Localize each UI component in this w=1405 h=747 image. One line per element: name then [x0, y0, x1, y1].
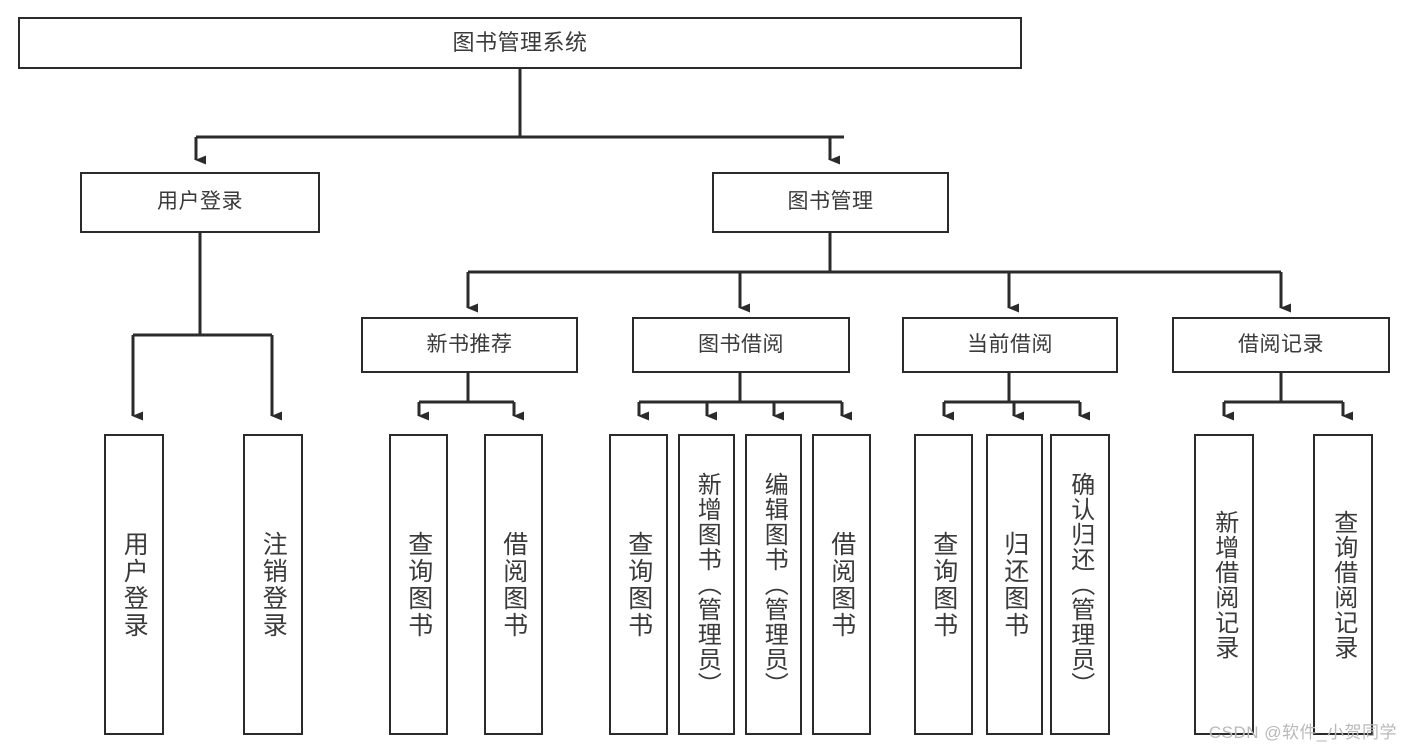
leaf-user-login-label: 用户登录: [120, 530, 149, 639]
leaf-confirm-return[interactable]: 确认归还（管理员）: [1050, 434, 1110, 735]
leaf-user-login[interactable]: 用户登录: [104, 434, 164, 735]
csdn-watermark: CSDN @软件_小贺同学: [1208, 723, 1397, 742]
node-book-borrow-label: 图书借阅: [698, 332, 784, 356]
node-new-book-recommend-label: 新书推荐: [426, 332, 513, 356]
leaf-logout-login-label: 注销登录: [259, 530, 288, 639]
leaf-borrow-book-1-label: 借阅图书: [499, 530, 528, 639]
node-current-borrow-label: 当前借阅: [967, 332, 1053, 356]
leaf-query-record[interactable]: 查询借阅记录: [1313, 434, 1373, 735]
leaf-borrow-book-1[interactable]: 借阅图书: [484, 434, 543, 735]
leaf-logout-login[interactable]: 注销登录: [243, 434, 303, 735]
leaf-confirm-return-label: 确认归还（管理员）: [1066, 472, 1094, 697]
node-borrow-record[interactable]: 借阅记录: [1172, 317, 1390, 373]
node-book-manage[interactable]: 图书管理: [712, 172, 949, 233]
leaf-add-record-label: 新增借阅记录: [1210, 509, 1238, 660]
leaf-query-book-3-label: 查询图书: [929, 530, 958, 639]
leaf-edit-book[interactable]: 编辑图书（管理员）: [745, 434, 802, 735]
leaf-return-book[interactable]: 归还图书: [986, 434, 1043, 735]
leaf-add-book[interactable]: 新增图书（管理员）: [678, 434, 735, 735]
node-root-label: 图书管理系统: [452, 30, 588, 56]
node-user-login[interactable]: 用户登录: [80, 172, 320, 233]
leaf-query-book-1[interactable]: 查询图书: [389, 434, 448, 735]
leaf-edit-book-label: 编辑图书（管理员）: [760, 472, 788, 697]
node-root[interactable]: 图书管理系统: [18, 17, 1022, 69]
node-borrow-record-label: 借阅记录: [1238, 332, 1324, 356]
leaf-add-record[interactable]: 新增借阅记录: [1194, 434, 1254, 735]
leaf-query-book-2-label: 查询图书: [624, 530, 653, 639]
node-new-book-recommend[interactable]: 新书推荐: [361, 317, 578, 373]
leaf-borrow-book-2[interactable]: 借阅图书: [812, 434, 871, 735]
node-current-borrow[interactable]: 当前借阅: [902, 317, 1118, 373]
leaf-borrow-book-2-label: 借阅图书: [827, 530, 856, 639]
leaf-query-book-1-label: 查询图书: [404, 530, 433, 639]
node-book-manage-label: 图书管理: [787, 190, 874, 214]
node-book-borrow[interactable]: 图书借阅: [632, 317, 850, 373]
leaf-add-book-label: 新增图书（管理员）: [693, 472, 721, 697]
node-user-login-label: 用户登录: [157, 190, 243, 214]
leaf-return-book-label: 归还图书: [1000, 530, 1029, 639]
leaf-query-book-3[interactable]: 查询图书: [914, 434, 973, 735]
leaf-query-record-label: 查询借阅记录: [1329, 509, 1357, 660]
leaf-query-book-2[interactable]: 查询图书: [609, 434, 668, 735]
